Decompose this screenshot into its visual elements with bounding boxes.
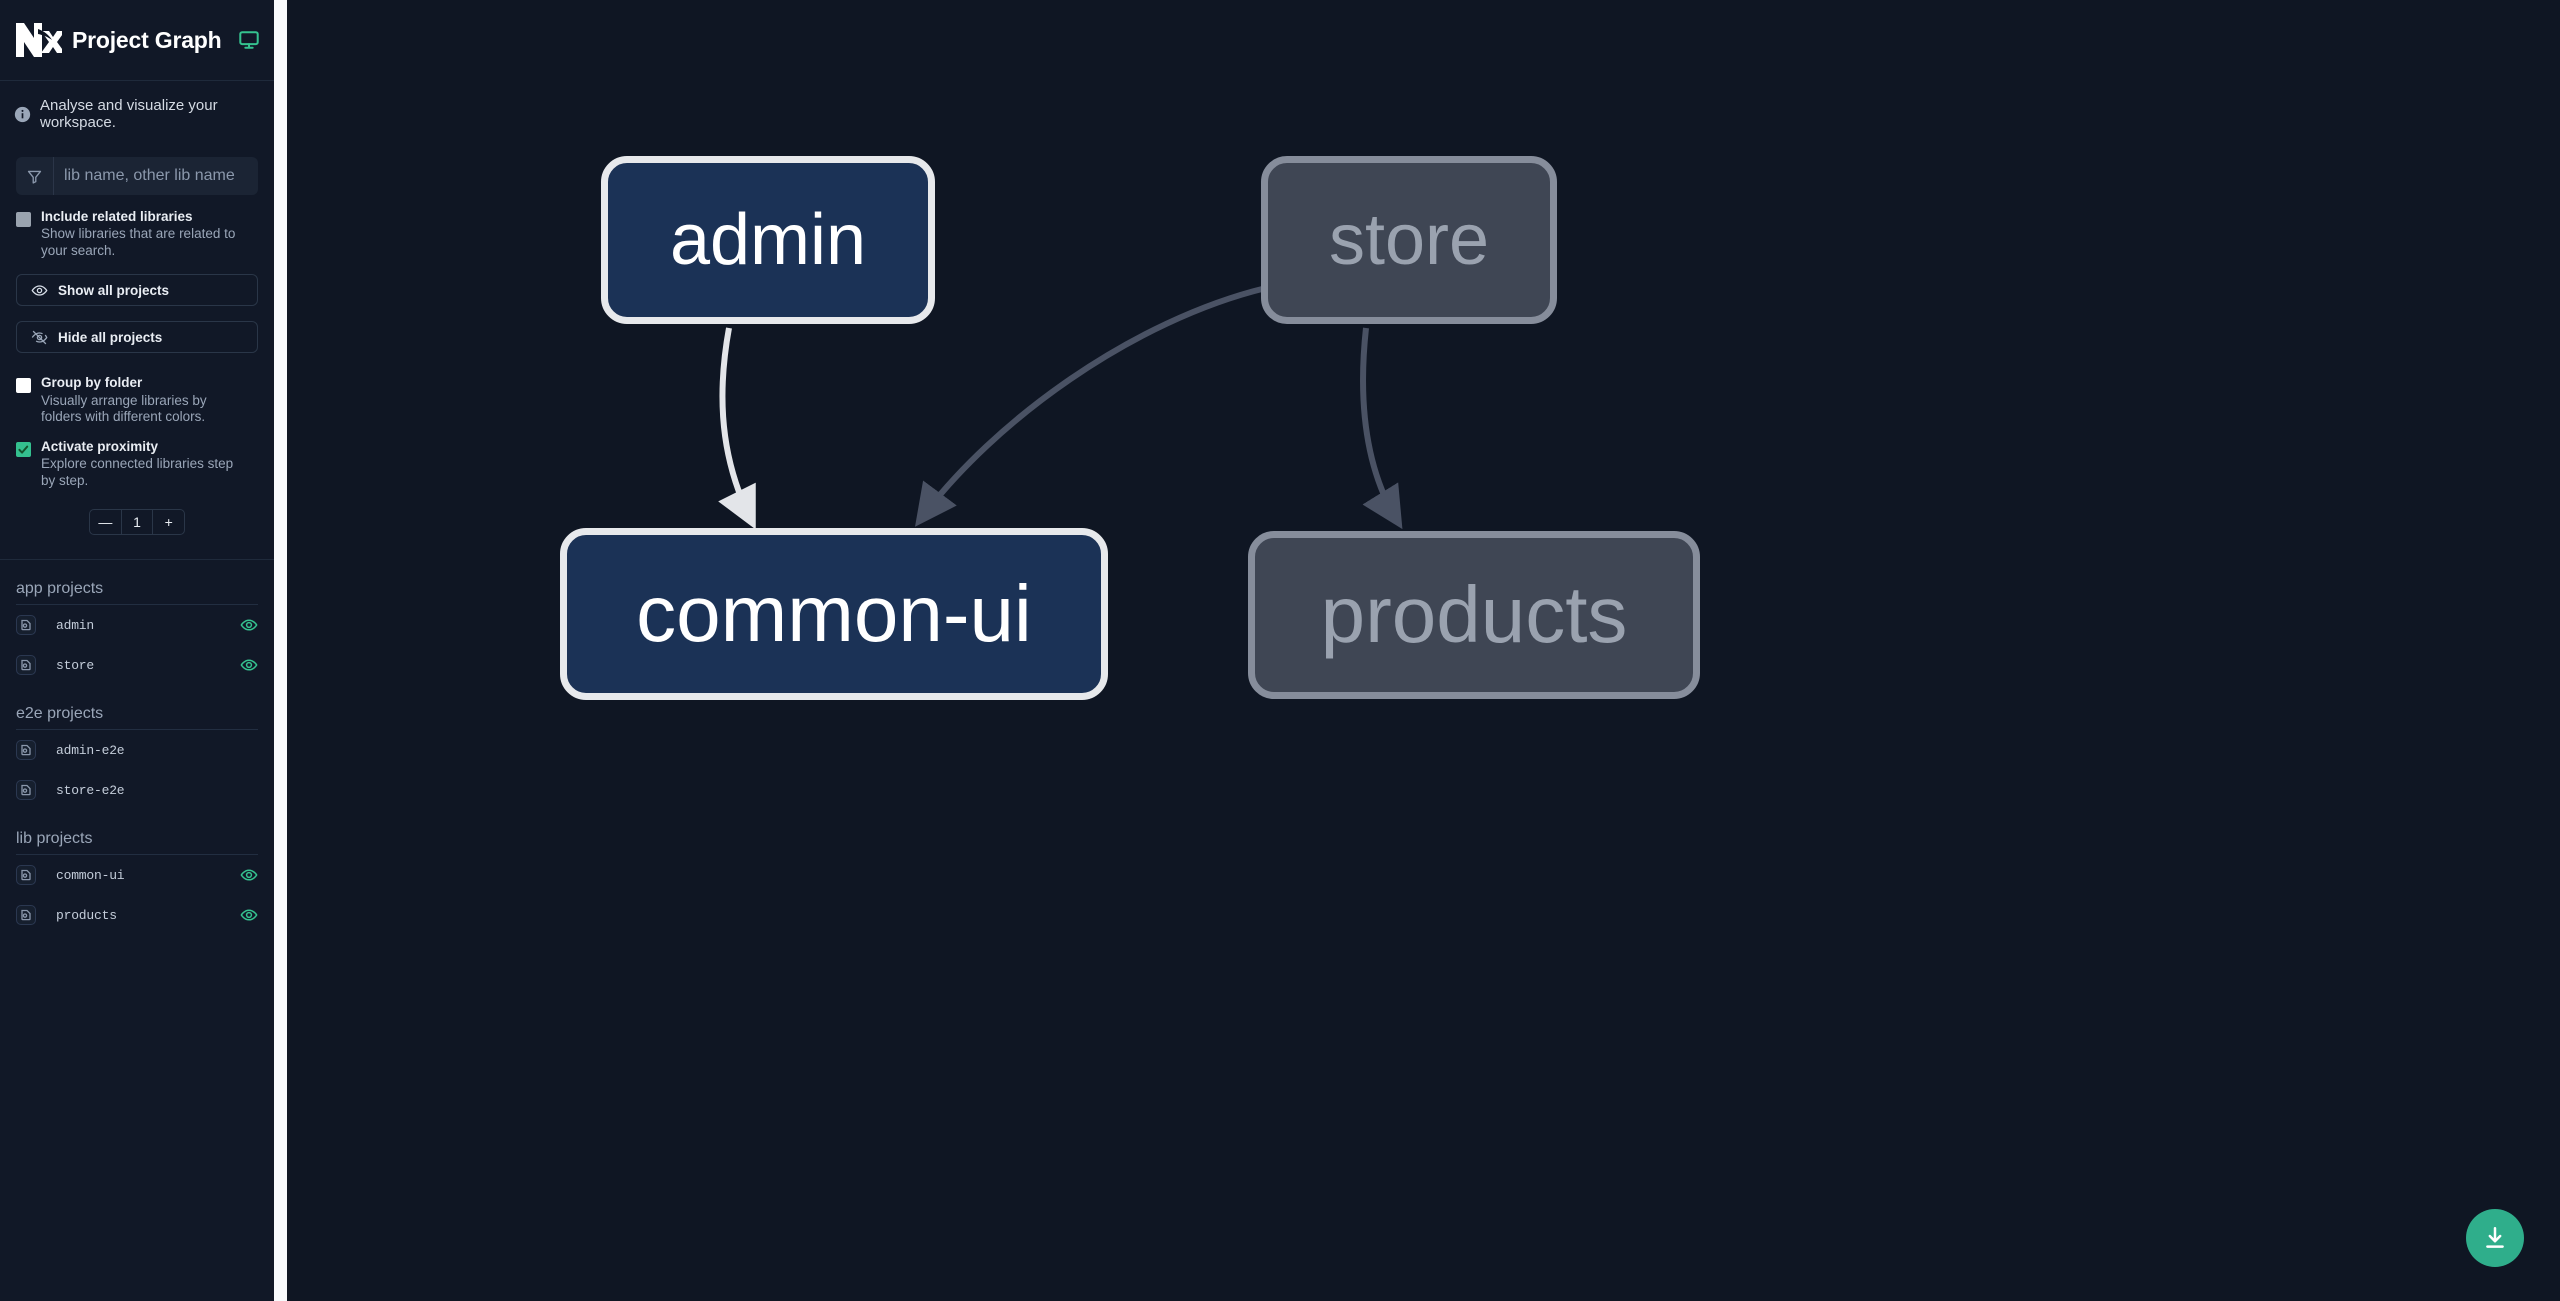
proximity-decrement-button[interactable]: — xyxy=(90,510,121,534)
graph-node-label: admin xyxy=(669,200,867,280)
graph-canvas[interactable]: admin store common-ui products xyxy=(274,0,2560,1301)
sidebar-divider xyxy=(0,559,274,561)
graph-node-products[interactable]: products xyxy=(1248,531,1700,699)
sidebar-resize-handle[interactable] xyxy=(274,0,287,1301)
project-visibility-eye-icon[interactable] xyxy=(240,906,258,924)
download-graph-button[interactable] xyxy=(2466,1209,2524,1267)
edge-admin-to-common-ui xyxy=(718,327,756,530)
activate-proximity-desc: Explore connected libraries step by step… xyxy=(41,456,234,488)
graph-node-label: store xyxy=(1328,200,1490,280)
group-by-folder-desc: Visually arrange libraries by folders wi… xyxy=(41,392,207,425)
project-visibility-eye-icon[interactable] xyxy=(240,616,258,634)
group-by-folder-checkbox[interactable] xyxy=(16,378,31,394)
project-node-icon xyxy=(16,655,36,676)
eye-icon xyxy=(31,282,48,299)
project-list-item-store[interactable]: store xyxy=(16,645,258,685)
show-all-projects-label: Show all projects xyxy=(58,282,170,298)
eye-off-icon xyxy=(31,329,48,346)
graph-edges xyxy=(718,285,1403,530)
download-icon xyxy=(2482,1225,2508,1251)
project-visibility-eye-icon[interactable] xyxy=(240,656,258,674)
project-list-item-label: admin xyxy=(56,617,95,633)
include-related-libraries-checkbox[interactable] xyxy=(16,212,31,227)
graph-node-admin[interactable]: admin xyxy=(601,156,935,324)
proximity-stepper[interactable]: — 1 + xyxy=(89,509,185,536)
proximity-increment-button[interactable]: + xyxy=(153,510,184,534)
checkbox-row-activate-proximity[interactable]: Activate proximity Explore connected lib… xyxy=(16,439,258,489)
project-node-icon xyxy=(16,865,36,886)
sidebar: Project Graph Analyse and visualize your… xyxy=(0,0,287,1301)
project-visibility-eye-icon[interactable] xyxy=(240,866,258,884)
project-list: app projects admin store e2e projects admin-… xyxy=(0,560,274,1301)
checkbox-row-group-by-folder[interactable]: Group by folder Visually arrange librari… xyxy=(16,375,258,425)
search-input[interactable] xyxy=(54,157,258,195)
hide-all-projects-button[interactable]: Hide all projects xyxy=(16,321,258,354)
project-list-item-label: common-ui xyxy=(56,867,125,883)
checkbox-row-include-related-libraries[interactable]: Include related libraries Show libraries… xyxy=(16,209,258,259)
project-node-icon xyxy=(16,740,36,761)
graph-node-common-ui[interactable]: common-ui xyxy=(560,528,1108,700)
project-list-item-common-ui[interactable]: common-ui xyxy=(16,855,258,895)
project-node-icon xyxy=(16,780,36,801)
include-related-libraries-label: Include related libraries xyxy=(41,209,193,224)
proximity-value: 1 xyxy=(120,510,154,535)
project-list-item-admin[interactable]: admin xyxy=(16,605,258,645)
edge-store-to-products xyxy=(1359,327,1403,530)
sidebar-blurb-text: Analyse and visualize your workspace. xyxy=(40,97,218,131)
monitor-icon[interactable] xyxy=(238,29,260,51)
project-list-item-label: admin-e2e xyxy=(56,742,125,758)
project-group-title: e2e projects xyxy=(16,685,258,731)
search-field[interactable] xyxy=(16,157,258,195)
nx-logo-icon xyxy=(14,19,65,61)
project-node-icon xyxy=(16,615,36,636)
hide-all-projects-label: Hide all projects xyxy=(58,329,163,345)
activate-proximity-label: Activate proximity xyxy=(41,438,159,454)
graph-node-label: products xyxy=(1320,570,1628,659)
project-group-title: app projects xyxy=(16,560,258,606)
project-list-item-label: store xyxy=(56,657,95,673)
project-list-item-admin-e2e[interactable]: admin-e2e xyxy=(16,730,258,770)
project-list-item-products[interactable]: products xyxy=(16,895,258,935)
project-group-title: lib projects xyxy=(16,810,258,856)
funnel-icon xyxy=(16,157,54,195)
sidebar-blurb: Analyse and visualize your workspace. xyxy=(0,81,274,131)
page-title: Project Graph xyxy=(72,26,222,53)
sidebar-header: Project Graph xyxy=(0,0,274,81)
group-by-folder-label: Group by folder xyxy=(41,375,143,391)
info-icon xyxy=(14,106,31,123)
edge-store-to-common-ui xyxy=(915,285,1267,527)
project-node-icon xyxy=(16,905,36,926)
activate-proximity-checkbox[interactable] xyxy=(16,441,31,457)
show-all-projects-button[interactable]: Show all projects xyxy=(16,274,258,307)
project-list-item-label: store-e2e xyxy=(56,782,125,798)
project-list-item-store-e2e[interactable]: store-e2e xyxy=(16,770,258,810)
include-related-libraries-desc: Show libraries that are related to your … xyxy=(41,226,236,258)
project-list-item-label: products xyxy=(56,907,117,923)
graph-node-label: common-ui xyxy=(636,569,1032,658)
graph-node-store[interactable]: store xyxy=(1261,156,1557,324)
